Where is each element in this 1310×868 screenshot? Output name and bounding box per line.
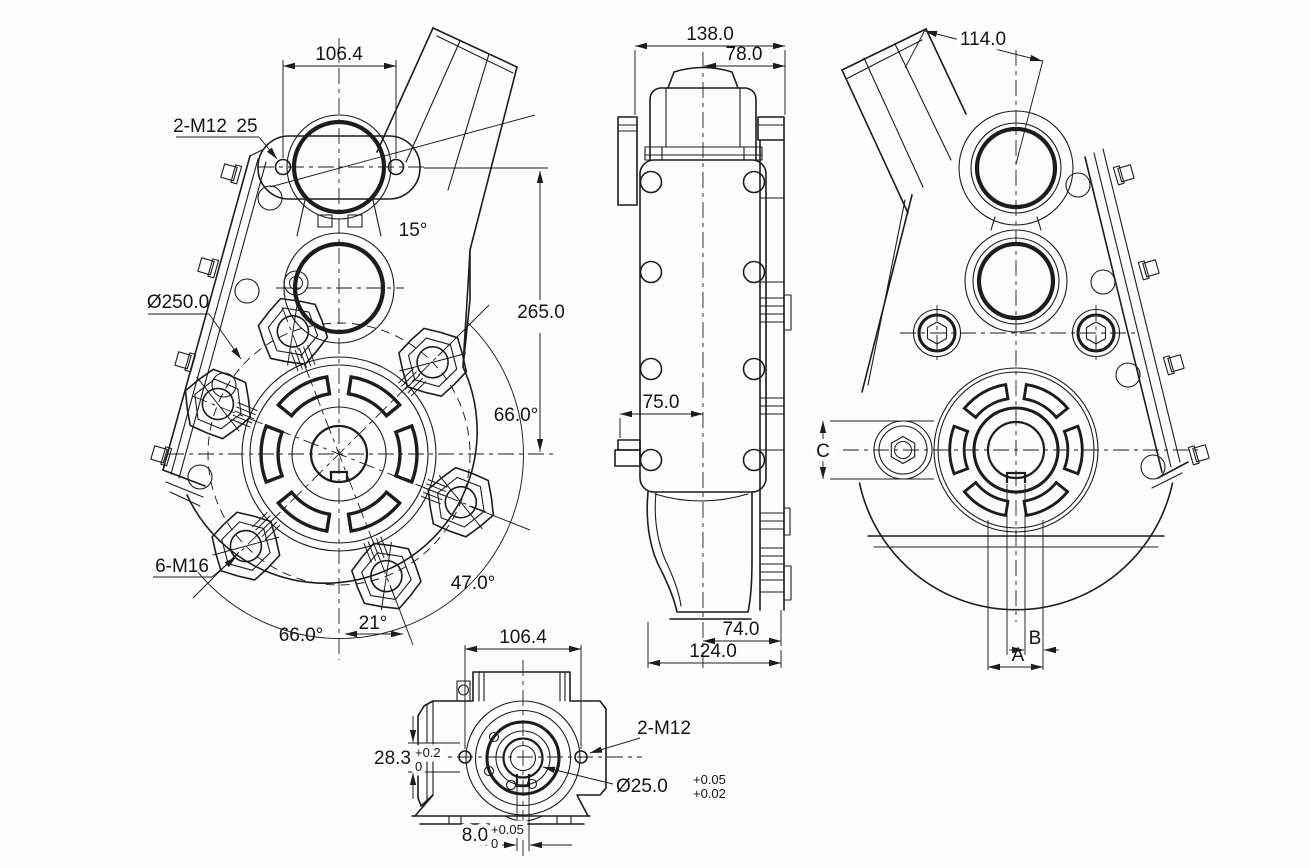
dim-front-angle-port: 15° [399,220,428,241]
back-view: 114.0 C B A [812,25,1210,671]
dim-back-c: C [816,441,830,462]
dim-front-angle-right: 66.0° [494,405,539,426]
dim-back-b: B [1029,628,1042,649]
bottom-view: 106.4 2-M12 28.3 +0.2 0 Ø25.0 +0.05 +0.0… [370,627,726,856]
front-second-port [283,232,395,344]
dim-front-angle-lower-right: 47.0° [451,573,496,594]
label-front-holes: 2-M12 [173,116,227,137]
dim-bottom-key-tol-lower: 0 [491,836,498,851]
dim-bottom-depth-tol-upper: +0.2 [415,745,441,760]
dim-side-width-overall: 138.0 [686,24,734,45]
front-view: 106.4 2-M12 25 15° Ø250.0 265.0 [147,27,569,660]
back-ports [873,110,1121,480]
dim-front-angle-lower-left: 66.0° [279,625,324,646]
dim-back-a: A [1012,645,1025,666]
dim-bottom-depth: 28.3 [374,748,411,769]
dim-bottom-bore: Ø25.0 [616,776,668,797]
dim-bottom-depth-tol-lower: 0 [415,759,422,774]
back-annotations: 114.0 C B A [812,25,1059,671]
front-main-flange [172,286,506,621]
dim-bottom-bore-tol-lower: +0.02 [693,786,726,801]
dim-bottom-bore-tol-upper: +0.05 [693,772,726,787]
front-top-port [257,114,421,237]
front-annotations: 106.4 2-M12 25 15° Ø250.0 265.0 [147,44,569,646]
back-casing-outline [858,148,1210,611]
dim-front-offset: 25 [236,116,257,137]
dim-side-width-lower: 74.0 [723,619,760,640]
side-body [614,66,792,620]
side-annotations: 138.0 78.0 75.0 74.0 124.0 [619,24,786,668]
bottom-annotations: 106.4 2-M12 28.3 +0.2 0 Ø25.0 +0.05 +0.0… [370,627,726,856]
dim-front-flange-diameter: Ø250.0 [147,292,209,313]
dim-side-width-left: 75.0 [643,392,680,413]
bottom-body [411,671,607,825]
dim-front-angle-bottom: 21° [359,613,388,634]
dim-side-width-upper: 78.0 [726,44,763,65]
dim-front-height: 265.0 [517,302,565,323]
dim-side-width-base: 124.0 [689,641,737,662]
dim-front-width-top: 106.4 [315,44,363,65]
dim-bottom-width-top: 106.4 [499,627,547,648]
dim-back-width-top: 114.0 [960,29,1006,50]
front-casing-outline [150,149,478,584]
front-inlet-tube [376,27,518,251]
back-inlet-tube [841,28,967,214]
dim-bottom-key: 8.0 [462,825,488,846]
back-main-flange [933,367,1099,533]
label-bottom-holes: 2-M12 [637,718,691,739]
side-view: 138.0 78.0 75.0 74.0 124.0 [614,24,792,668]
label-front-bolts: 6-M16 [155,556,209,577]
dim-bottom-key-tol-upper: +0.05 [491,822,524,837]
